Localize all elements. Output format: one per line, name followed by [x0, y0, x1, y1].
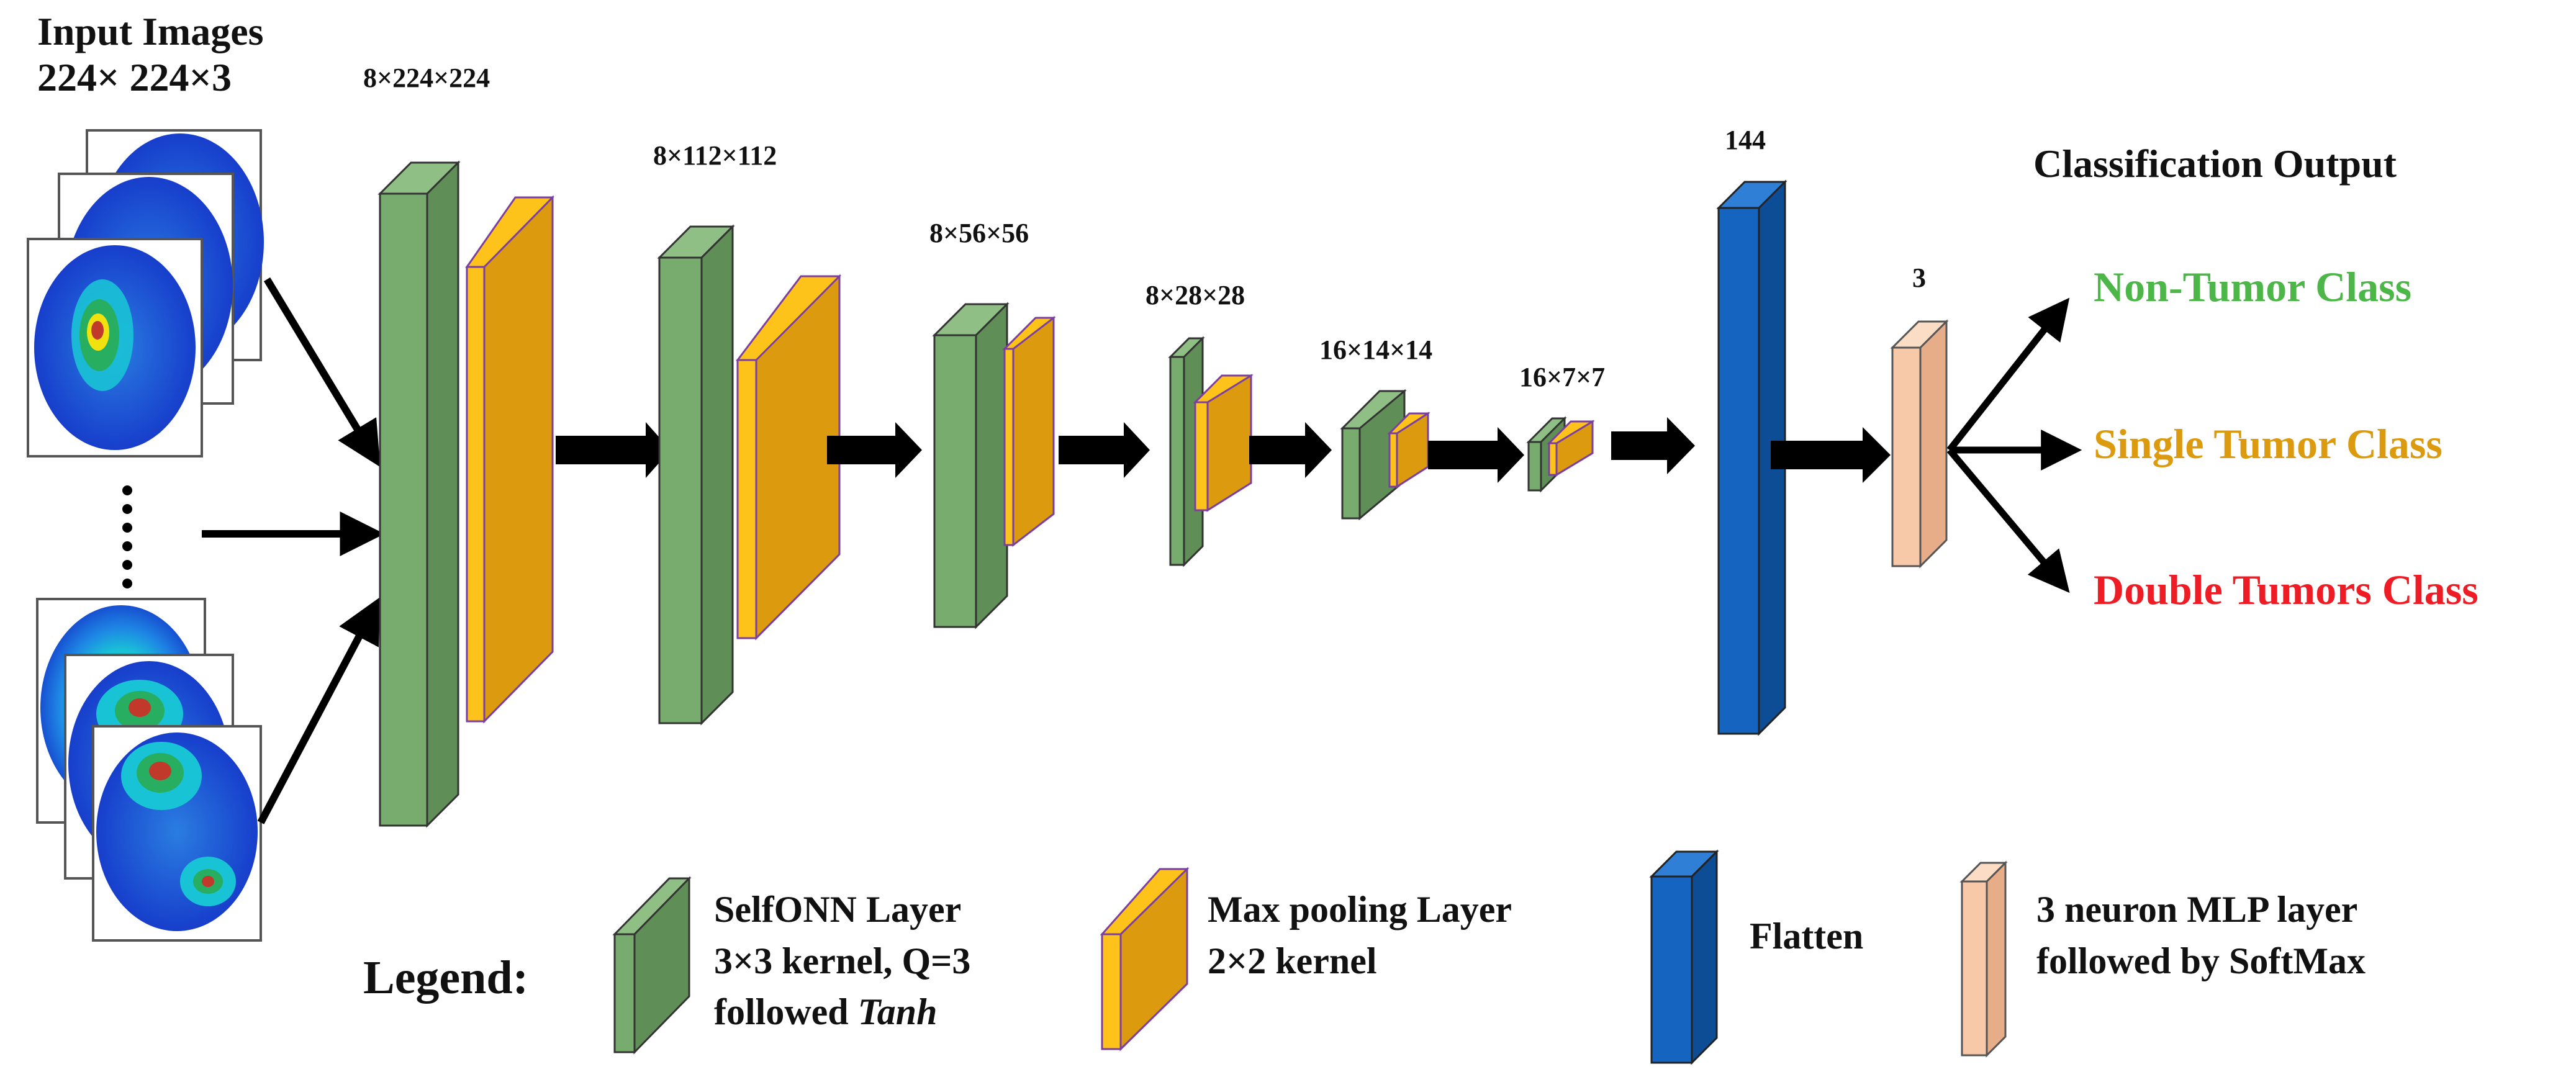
layer6-dim: 16×7×7: [1519, 362, 1605, 392]
arrow-l3-l4: [1059, 422, 1150, 478]
output-arrows: [1946, 297, 2082, 593]
legend-maxpool-line1: Max pooling Layer: [1208, 889, 1512, 930]
input-arrows: [202, 277, 385, 824]
maxpool-layer-1: [465, 195, 554, 724]
arrow-l2-l3: [827, 422, 922, 478]
selfonn-layer-2: [657, 224, 735, 726]
mlp-layer: [1890, 319, 1949, 569]
layer2-dim: 8×112×112: [653, 140, 777, 171]
input-image: [27, 238, 203, 457]
maxpool-layer-2: [735, 274, 842, 641]
legend-selfonn-line2: 3×3 kernel, Q=3: [714, 940, 970, 981]
legend-maxpool-line2: 2×2 kernel: [1208, 940, 1377, 981]
input-image: [92, 725, 262, 942]
selfonn-layer-3: [932, 302, 1010, 629]
flatten-dim: 144: [1725, 125, 1766, 155]
input-title: Input Images: [37, 9, 264, 53]
legend-mlp-line2: followed by SoftMax: [2036, 940, 2366, 981]
input-size: 224× 224×3: [37, 55, 232, 99]
layer1-dim: 8×224×224: [363, 63, 490, 93]
class-single-tumor: Single Tumor Class: [2094, 420, 2443, 467]
maxpool-layer-4: [1193, 374, 1254, 512]
input-images-bottom-stack: [36, 598, 262, 942]
legend-mlp-swatch: [1959, 860, 2008, 1058]
legend-selfonn-line1: SelfONN Layer: [714, 889, 961, 930]
legend-flatten-swatch: [1649, 849, 1719, 1065]
maxpool-layer-6: [1547, 420, 1595, 477]
ellipsis-dots: [122, 485, 132, 588]
arrow-l6-flatten: [1611, 417, 1695, 474]
arrow-flatten-mlp: [1771, 427, 1891, 483]
class-double-tumors: Double Tumors Class: [2094, 566, 2479, 613]
arrow-l1-l2: [556, 422, 671, 478]
legend-mlp-line1: 3 neuron MLP layer: [2036, 889, 2357, 930]
legend-title: Legend:: [363, 952, 528, 1004]
arrow-l4-l5: [1249, 422, 1332, 478]
maxpool-layer-3: [1002, 315, 1056, 548]
legend-selfonn-line3: followed Tanh: [714, 991, 938, 1032]
legend-maxpool-swatch: [1100, 867, 1190, 1052]
selfonn-layer-1: [377, 160, 461, 828]
input-images-top-stack: [27, 129, 264, 457]
mlp-dim: 3: [1912, 263, 1926, 293]
maxpool-layer-5: [1387, 412, 1430, 489]
legend-flatten-line1: Flatten: [1750, 916, 1863, 957]
arrow-l5-l6: [1428, 427, 1524, 483]
layer3-dim: 8×56×56: [929, 218, 1029, 248]
legend-selfonn-swatch: [612, 876, 692, 1055]
layer4-dim: 8×28×28: [1146, 280, 1245, 310]
layer5-dim: 16×14×14: [1319, 335, 1432, 365]
output-title: Classification Output: [2033, 142, 2397, 186]
class-non-tumor: Non-Tumor Class: [2094, 263, 2411, 310]
